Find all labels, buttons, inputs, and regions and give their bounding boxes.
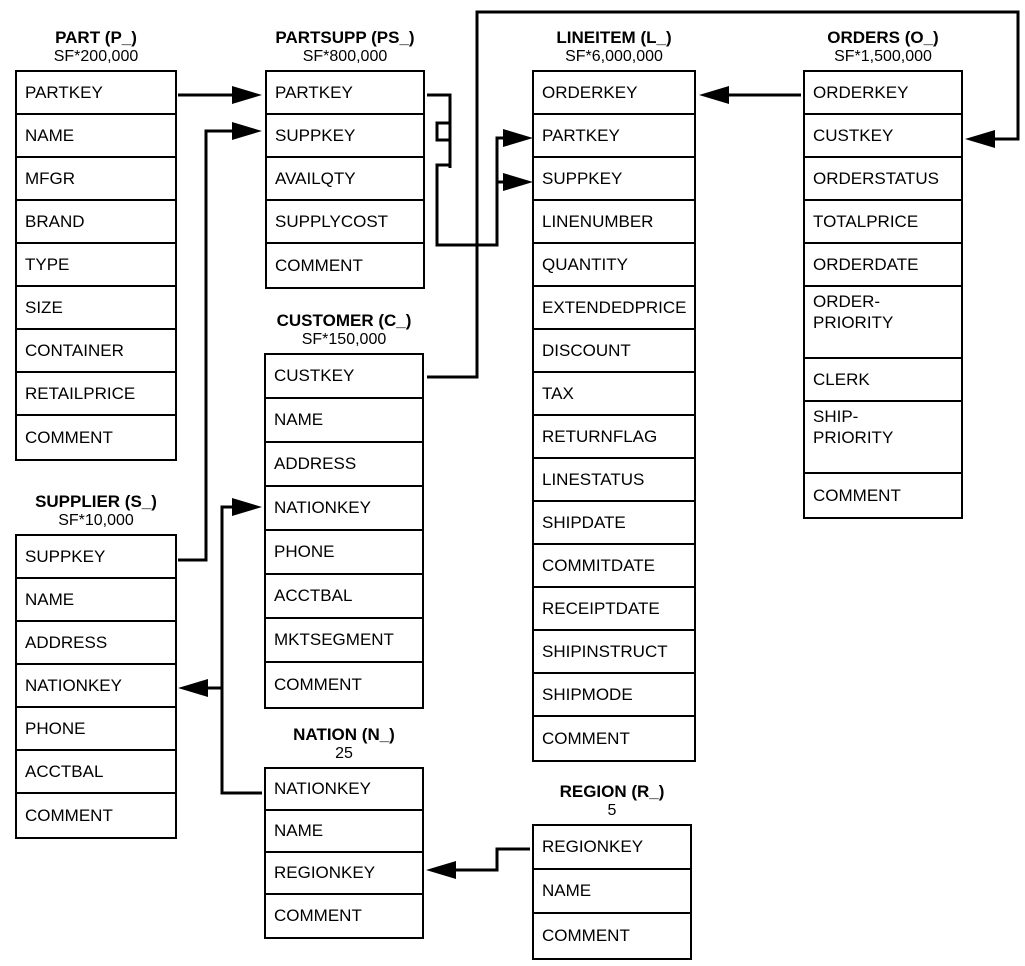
entity-title-customer: CUSTOMER (C_) — [276, 311, 412, 330]
entity-cardinality-customer: SF*150,000 — [301, 331, 387, 348]
field-part-brand: BRAND — [17, 201, 175, 244]
field-lineitem-suppkey: SUPPKEY — [534, 158, 694, 201]
connector-region-to-nation — [426, 847, 530, 879]
entity-cardinality-nation: 25 — [335, 745, 353, 762]
field-supplier-comment: COMMENT — [17, 794, 175, 837]
entity-title-orders: ORDERS (O_) — [827, 28, 939, 47]
field-part-container: CONTAINER — [17, 330, 175, 373]
field-part-name: NAME — [17, 115, 175, 158]
field-orders-orderkey: ORDERKEY — [805, 72, 961, 115]
field-lineitem-quantity: QUANTITY — [534, 244, 694, 287]
field-nation-comment: COMMENT — [266, 895, 422, 937]
connector-partsupp-to-lineitem — [427, 93, 533, 247]
field-orders-custkey: CUSTKEY — [805, 115, 961, 158]
field-nation-regionkey: REGIONKEY — [266, 853, 422, 895]
field-customer-phone: PHONE — [266, 531, 422, 575]
field-region-comment: COMMENT — [534, 914, 690, 958]
field-lineitem-receiptdate: RECEIPTDATE — [534, 588, 694, 631]
field-orders-orderstatus: ORDERSTATUS — [805, 158, 961, 201]
entity-title-region: REGION (R_) — [559, 782, 665, 801]
field-lineitem-shipmode: SHIPMODE — [534, 674, 694, 717]
field-orders-comment: COMMENT — [805, 474, 961, 517]
entity-cardinality-lineitem: SF*6,000,000 — [565, 48, 663, 65]
field-part-retailprice: RETAILPRICE — [17, 373, 175, 416]
entity-title-nation: NATION (N_) — [293, 725, 395, 744]
field-orders-orderdate: ORDERDATE — [805, 244, 961, 287]
entity-title-part: PART (P_) — [55, 28, 137, 47]
field-lineitem-returnflag: RETURNFLAG — [534, 416, 694, 459]
connector-nation-to-customer-supplier — [178, 498, 262, 795]
field-region-name: NAME — [534, 870, 690, 914]
field-lineitem-orderkey: ORDERKEY — [534, 72, 694, 115]
field-part-mfgr: MFGR — [17, 158, 175, 201]
field-lineitem-shipdate: SHIPDATE — [534, 502, 694, 545]
field-part-size: SIZE — [17, 287, 175, 330]
field-customer-custkey: CUSTKEY — [266, 355, 422, 399]
entity-cardinality-orders: SF*1,500,000 — [834, 48, 932, 65]
field-customer-name: NAME — [266, 399, 422, 443]
connector-orders-to-lineitem — [699, 86, 801, 104]
field-customer-address: ADDRESS — [266, 443, 422, 487]
field-supplier-name: NAME — [17, 579, 175, 622]
entity-title-lineitem: LINEITEM (L_) — [556, 28, 672, 47]
field-customer-acctbal: ACCTBAL — [266, 575, 422, 619]
field-lineitem-tax: TAX — [534, 373, 694, 416]
field-nation-nationkey: NATIONKEY — [266, 769, 422, 811]
field-lineitem-discount: DISCOUNT — [534, 330, 694, 373]
field-orders-ship-priority: SHIP-PRIORITY — [805, 402, 961, 474]
connector-part-to-partsupp — [178, 86, 262, 104]
entity-title-supplier: SUPPLIER (S_) — [35, 492, 157, 511]
field-supplier-address: ADDRESS — [17, 622, 175, 665]
field-supplier-suppkey: SUPPKEY — [17, 536, 175, 579]
field-customer-mktsegment: MKTSEGMENT — [266, 619, 422, 663]
field-lineitem-extendedprice: EXTENDEDPRICE — [534, 287, 694, 330]
field-lineitem-commitdate: COMMITDATE — [534, 545, 694, 588]
field-partsupp-availqty: AVAILQTY — [267, 158, 423, 201]
field-customer-nationkey: NATIONKEY — [266, 487, 422, 531]
connector-supplier-to-partsupp — [178, 122, 262, 562]
field-part-type: TYPE — [17, 244, 175, 287]
field-lineitem-partkey: PARTKEY — [534, 115, 694, 158]
entity-cardinality-partsupp: SF*800,000 — [302, 48, 388, 65]
field-lineitem-shipinstruct: SHIPINSTRUCT — [534, 631, 694, 674]
field-orders-clerk: CLERK — [805, 359, 961, 402]
field-part-partkey: PARTKEY — [17, 72, 175, 115]
field-part-comment: COMMENT — [17, 416, 175, 459]
entity-title-partsupp: PARTSUPP (PS_) — [275, 28, 415, 47]
field-region-regionkey: REGIONKEY — [534, 826, 690, 870]
field-lineitem-comment: COMMENT — [534, 717, 694, 760]
field-supplier-nationkey: NATIONKEY — [17, 665, 175, 708]
field-lineitem-linenumber: LINENUMBER — [534, 201, 694, 244]
field-partsupp-comment: COMMENT — [267, 244, 423, 287]
field-lineitem-linestatus: LINESTATUS — [534, 459, 694, 502]
entity-cardinality-part: SF*200,000 — [53, 48, 139, 65]
entity-cardinality-region: 5 — [607, 802, 617, 819]
field-orders-totalprice: TOTALPRICE — [805, 201, 961, 244]
field-supplier-acctbal: ACCTBAL — [17, 751, 175, 794]
field-partsupp-partkey: PARTKEY — [267, 72, 423, 115]
field-supplier-phone: PHONE — [17, 708, 175, 751]
field-partsupp-suppkey: SUPPKEY — [267, 115, 423, 158]
field-nation-name: NAME — [266, 811, 422, 853]
entity-cardinality-supplier: SF*10,000 — [58, 512, 134, 529]
field-customer-comment: COMMENT — [266, 663, 422, 707]
field-orders-order-priority: ORDER-PRIORITY — [805, 287, 961, 359]
field-partsupp-supplycost: SUPPLYCOST — [267, 201, 423, 244]
